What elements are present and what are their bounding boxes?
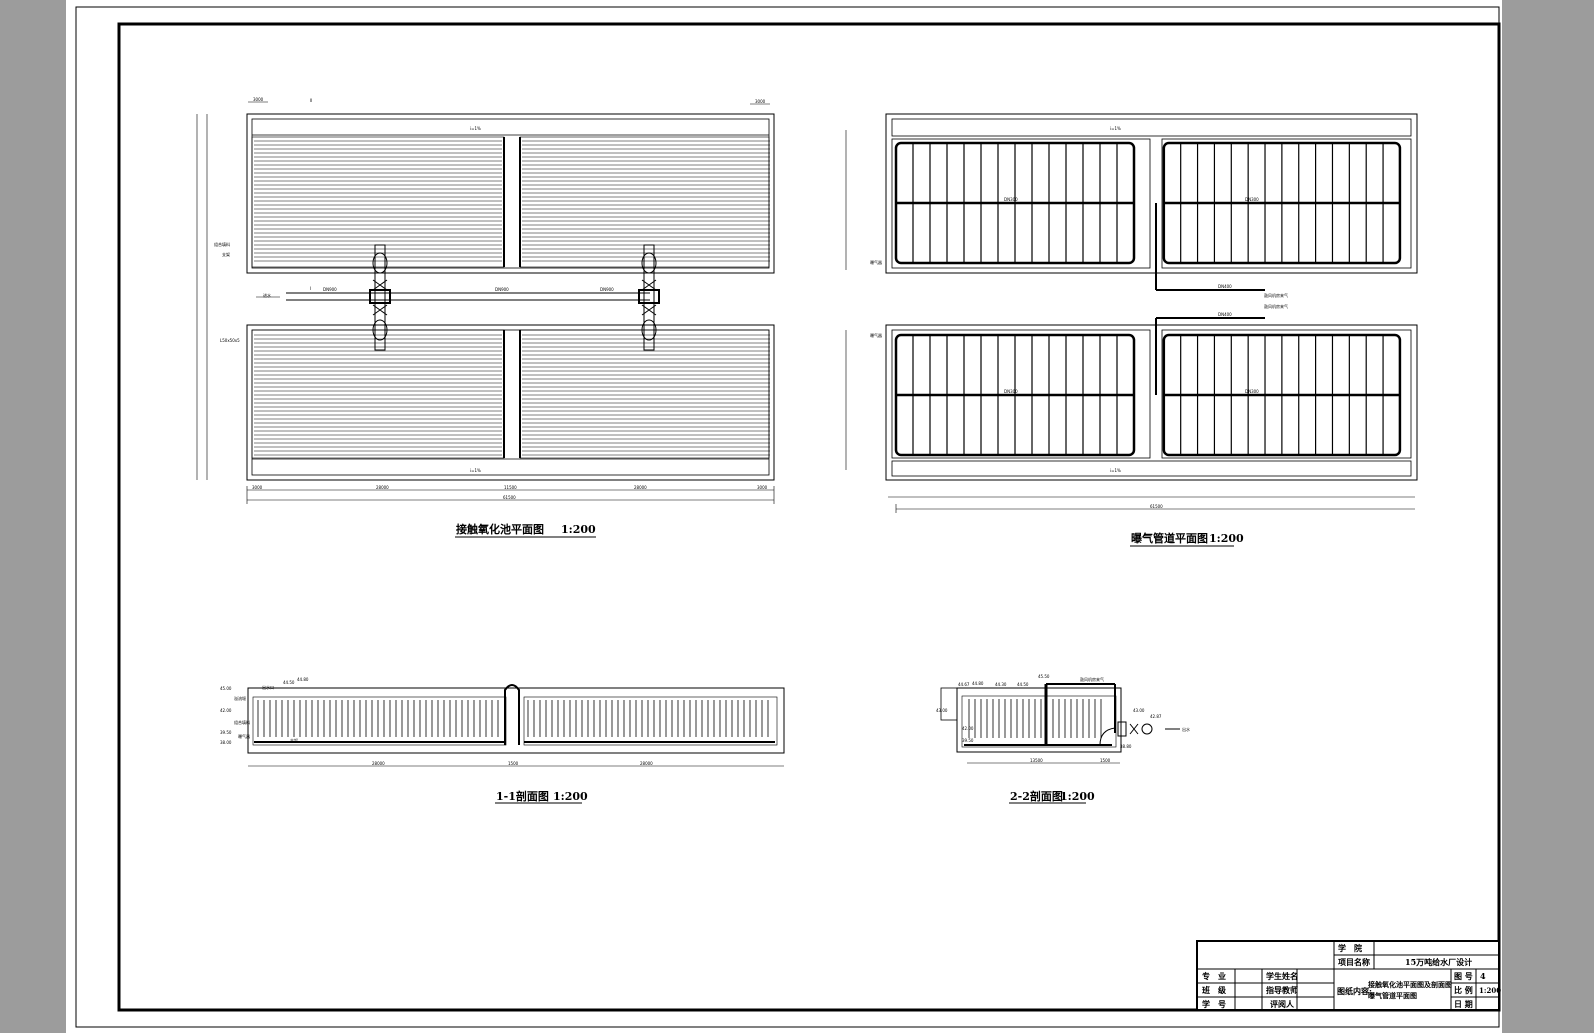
- svg-text:曝气器: 曝气器: [870, 259, 882, 265]
- svg-text:44.80: 44.80: [972, 681, 984, 686]
- svg-text:11500: 11500: [504, 485, 517, 490]
- svg-text:曝气器: 曝气器: [238, 733, 250, 739]
- svg-text:DN900: DN900: [600, 287, 614, 292]
- svg-text:DN400: DN400: [1218, 284, 1232, 289]
- svg-text:61500: 61500: [503, 495, 516, 500]
- content-line-1: 接触氧化池平面图及剖面图: [1368, 980, 1452, 989]
- svg-text:Ⅰ: Ⅰ: [310, 286, 311, 291]
- svg-text:61500: 61500: [1150, 504, 1163, 509]
- scale-label: 比 例: [1454, 985, 1473, 995]
- title-block: 学 院 项目名称 15万吨给水厂设计 专 业 学生姓名 班 级 指导教师 学 号…: [1196, 940, 1501, 1011]
- svg-text:鼓风机房来气: 鼓风机房来气: [1080, 676, 1104, 682]
- svg-text:1500: 1500: [508, 761, 519, 766]
- svg-text:44.67: 44.67: [958, 682, 970, 687]
- svg-text:42.00: 42.00: [220, 708, 232, 713]
- svg-text:38.80: 38.80: [1120, 744, 1132, 749]
- outer-border: [75, 6, 1500, 1028]
- svg-text:DN300: DN300: [1245, 197, 1259, 202]
- svg-text:i=1%: i=1%: [1110, 126, 1121, 131]
- svg-text:i=1%: i=1%: [470, 468, 481, 473]
- svg-text:28000: 28000: [634, 485, 647, 490]
- svg-text:43.00: 43.00: [1133, 708, 1145, 713]
- section-1-title: 1-1剖面图: [496, 789, 549, 803]
- svg-text:13500: 13500: [1030, 758, 1043, 763]
- svg-text:28000: 28000: [372, 761, 385, 766]
- plan-1-title: 接触氧化池平面图: [456, 522, 544, 536]
- viewer-gutter: [1502, 0, 1594, 1033]
- reviewer-label: 评阅人: [1270, 999, 1295, 1009]
- date-label: 日 期: [1454, 999, 1473, 1009]
- plan-contact-oxidation: 进水 DN900 DN900 DN900 i=1% i=1% 组合填料 支架 L…: [196, 97, 775, 538]
- inner-border: [117, 22, 1501, 1012]
- plan-aeration-pipes: 曝气器 曝气器 DN300 DN300 DN300 DN300 DN400 DN…: [845, 113, 1418, 547]
- svg-text:L50x50x5: L50x50x5: [220, 338, 240, 343]
- svg-text:1500: 1500: [1100, 758, 1111, 763]
- major-label: 专 业: [1202, 971, 1226, 981]
- svg-text:进水: 进水: [263, 292, 271, 298]
- svg-text:43.00: 43.00: [936, 708, 948, 713]
- svg-text:DN400: DN400: [1218, 312, 1232, 317]
- class-label: 班 级: [1202, 985, 1227, 995]
- svg-text:DN300: DN300: [1004, 389, 1018, 394]
- svg-text:3000: 3000: [253, 97, 264, 102]
- svg-text:3000: 3000: [755, 99, 766, 104]
- svg-text:i=1%: i=1%: [1110, 468, 1121, 473]
- advisor-label: 指导教师: [1266, 985, 1298, 995]
- plan-1-scale: 1:200: [561, 523, 596, 536]
- svg-text:44.50: 44.50: [1017, 682, 1029, 687]
- svg-text:鼓风机房来气: 鼓风机房来气: [1264, 303, 1288, 309]
- section-2-2: 44.67 44.80 44.30 44.50 45.50 42.00 39.5…: [936, 674, 1190, 804]
- school-label: 学 院: [1338, 943, 1362, 953]
- student-name-label: 学生姓名: [1266, 971, 1298, 981]
- section-2-scale: 1:200: [1060, 790, 1095, 803]
- project-value: 15万吨给水厂设计: [1405, 957, 1472, 967]
- svg-text:i=1%: i=1%: [470, 126, 481, 131]
- svg-text:39.50: 39.50: [220, 730, 232, 735]
- svg-text:曝气器: 曝气器: [870, 332, 882, 338]
- svg-text:28000: 28000: [376, 485, 389, 490]
- svg-text:3000: 3000: [252, 485, 263, 490]
- svg-text:45.00: 45.00: [220, 686, 232, 691]
- svg-text:42.87: 42.87: [1150, 714, 1162, 719]
- svg-text:鼓风机房来气: 鼓风机房来气: [1264, 292, 1288, 298]
- content-line-2: 曝气管道平面图: [1368, 991, 1417, 1000]
- svg-text:溢流堰: 溢流堰: [234, 695, 246, 701]
- project-label: 项目名称: [1338, 957, 1370, 967]
- svg-text:44.50: 44.50: [283, 680, 295, 685]
- svg-text:42.00: 42.00: [962, 726, 974, 731]
- drawing-sheet: [66, 0, 1502, 1033]
- svg-text:组合填料: 组合填料: [214, 241, 230, 247]
- svg-text:3000: 3000: [757, 485, 768, 490]
- svg-text:Ⅱ: Ⅱ: [310, 98, 312, 103]
- section-1-scale: 1:200: [553, 790, 588, 803]
- svg-text:组合填料: 组合填料: [234, 719, 250, 725]
- svg-text:44.80: 44.80: [297, 677, 309, 682]
- scale-value: 1:200: [1479, 986, 1501, 995]
- plan-2-scale: 1:200: [1209, 532, 1244, 545]
- svg-text:DN300: DN300: [1245, 389, 1259, 394]
- svg-text:出水: 出水: [1182, 726, 1190, 732]
- section-2-title: 2-2剖面图: [1010, 789, 1063, 803]
- svg-text:44.30: 44.30: [995, 682, 1007, 687]
- svg-text:支架: 支架: [222, 251, 230, 257]
- svg-text:DN300: DN300: [1004, 197, 1018, 202]
- plan-2-title: 曝气管道平面图: [1131, 531, 1208, 545]
- svg-text:45.50: 45.50: [1038, 674, 1050, 679]
- svg-text:支架: 支架: [290, 737, 298, 743]
- svg-text:出水口: 出水口: [262, 684, 274, 690]
- section-1-1: 45.00 44.80 44.50 42.00 39.50 38.00 出水口 …: [220, 677, 785, 804]
- student-no-label: 学 号: [1202, 999, 1226, 1009]
- content-label: 图纸内容:: [1337, 986, 1372, 996]
- drawing-no-value: 4: [1480, 971, 1486, 981]
- svg-text:28000: 28000: [640, 761, 653, 766]
- svg-text:DN900: DN900: [323, 287, 337, 292]
- svg-text:38.00: 38.00: [220, 740, 232, 745]
- svg-text:DN900: DN900: [495, 287, 509, 292]
- svg-text:39.50: 39.50: [962, 738, 974, 743]
- drawing-no-label: 图 号: [1454, 971, 1473, 981]
